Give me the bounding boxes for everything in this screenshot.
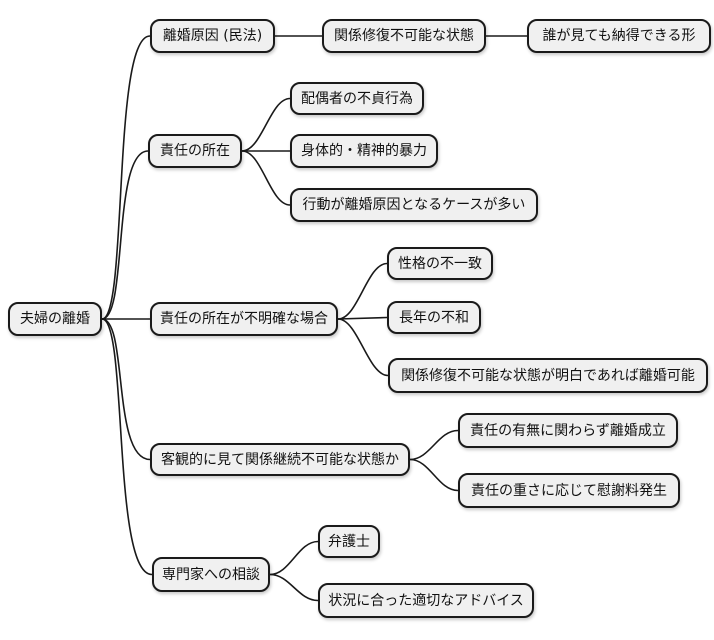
edge-branch3-child1 bbox=[337, 262, 388, 320]
node-longstanding-discord: 長年の不和 bbox=[387, 301, 481, 334]
node-divorce-regardless-of-fault: 責任の有無に関わらず離婚成立 bbox=[458, 413, 678, 448]
edge-root-branch2 bbox=[101, 150, 149, 320]
edge-branch2-child1 bbox=[241, 97, 291, 152]
edge-branch5-child2 bbox=[269, 573, 319, 602]
node-lawyer: 弁護士 bbox=[318, 525, 380, 558]
node-physical-mental-violence: 身体的・精神的暴力 bbox=[290, 134, 438, 168]
node-objectively-impossible-to-continue: 客観的に見て関係継続不可能な状態か bbox=[150, 443, 410, 476]
edge-branch3-child3 bbox=[337, 318, 389, 377]
node-personality-mismatch: 性格の不一致 bbox=[387, 247, 493, 280]
node-where-responsibility-lies: 責任の所在 bbox=[148, 134, 242, 168]
node-divorce-possible-if-clearly-irreparable: 関係修復不可能な状態が明白であれば離婚可能 bbox=[388, 358, 708, 393]
edge-branch4-child2 bbox=[409, 458, 459, 492]
node-compensation-by-degree-of-fault: 責任の重さに応じて慰謝料発生 bbox=[458, 473, 680, 508]
node-divorce-grounds-civil-law: 離婚原因 (民法) bbox=[150, 19, 275, 53]
node-spousal-infidelity: 配偶者の不貞行為 bbox=[290, 82, 424, 115]
node-convincing-to-anyone: 誰が見ても納得できる形 bbox=[527, 19, 711, 53]
node-irreparable-relationship-state: 関係修復不可能な状態 bbox=[322, 19, 486, 53]
edge-branch5-child1 bbox=[269, 540, 319, 576]
edge-branch3-child2 bbox=[337, 316, 388, 320]
node-consult-experts: 専門家への相談 bbox=[152, 557, 270, 592]
node-conduct-causes-divorce-cases: 行動が離婚原因となるケースが多い bbox=[290, 188, 538, 222]
edge-root-branch1 bbox=[101, 35, 151, 320]
node-appropriate-advice-for-situation: 状況に合った適切なアドバイス bbox=[318, 583, 534, 618]
node-root-marital-divorce: 夫婦の離婚 bbox=[8, 302, 102, 336]
edge-branch4-child1 bbox=[409, 429, 459, 461]
edge-branch2-child3 bbox=[241, 150, 291, 206]
edge-root-branch5 bbox=[101, 318, 153, 576]
node-responsibility-unclear-case: 責任の所在が不明確な場合 bbox=[150, 302, 338, 336]
edge-root-branch4 bbox=[101, 318, 151, 461]
